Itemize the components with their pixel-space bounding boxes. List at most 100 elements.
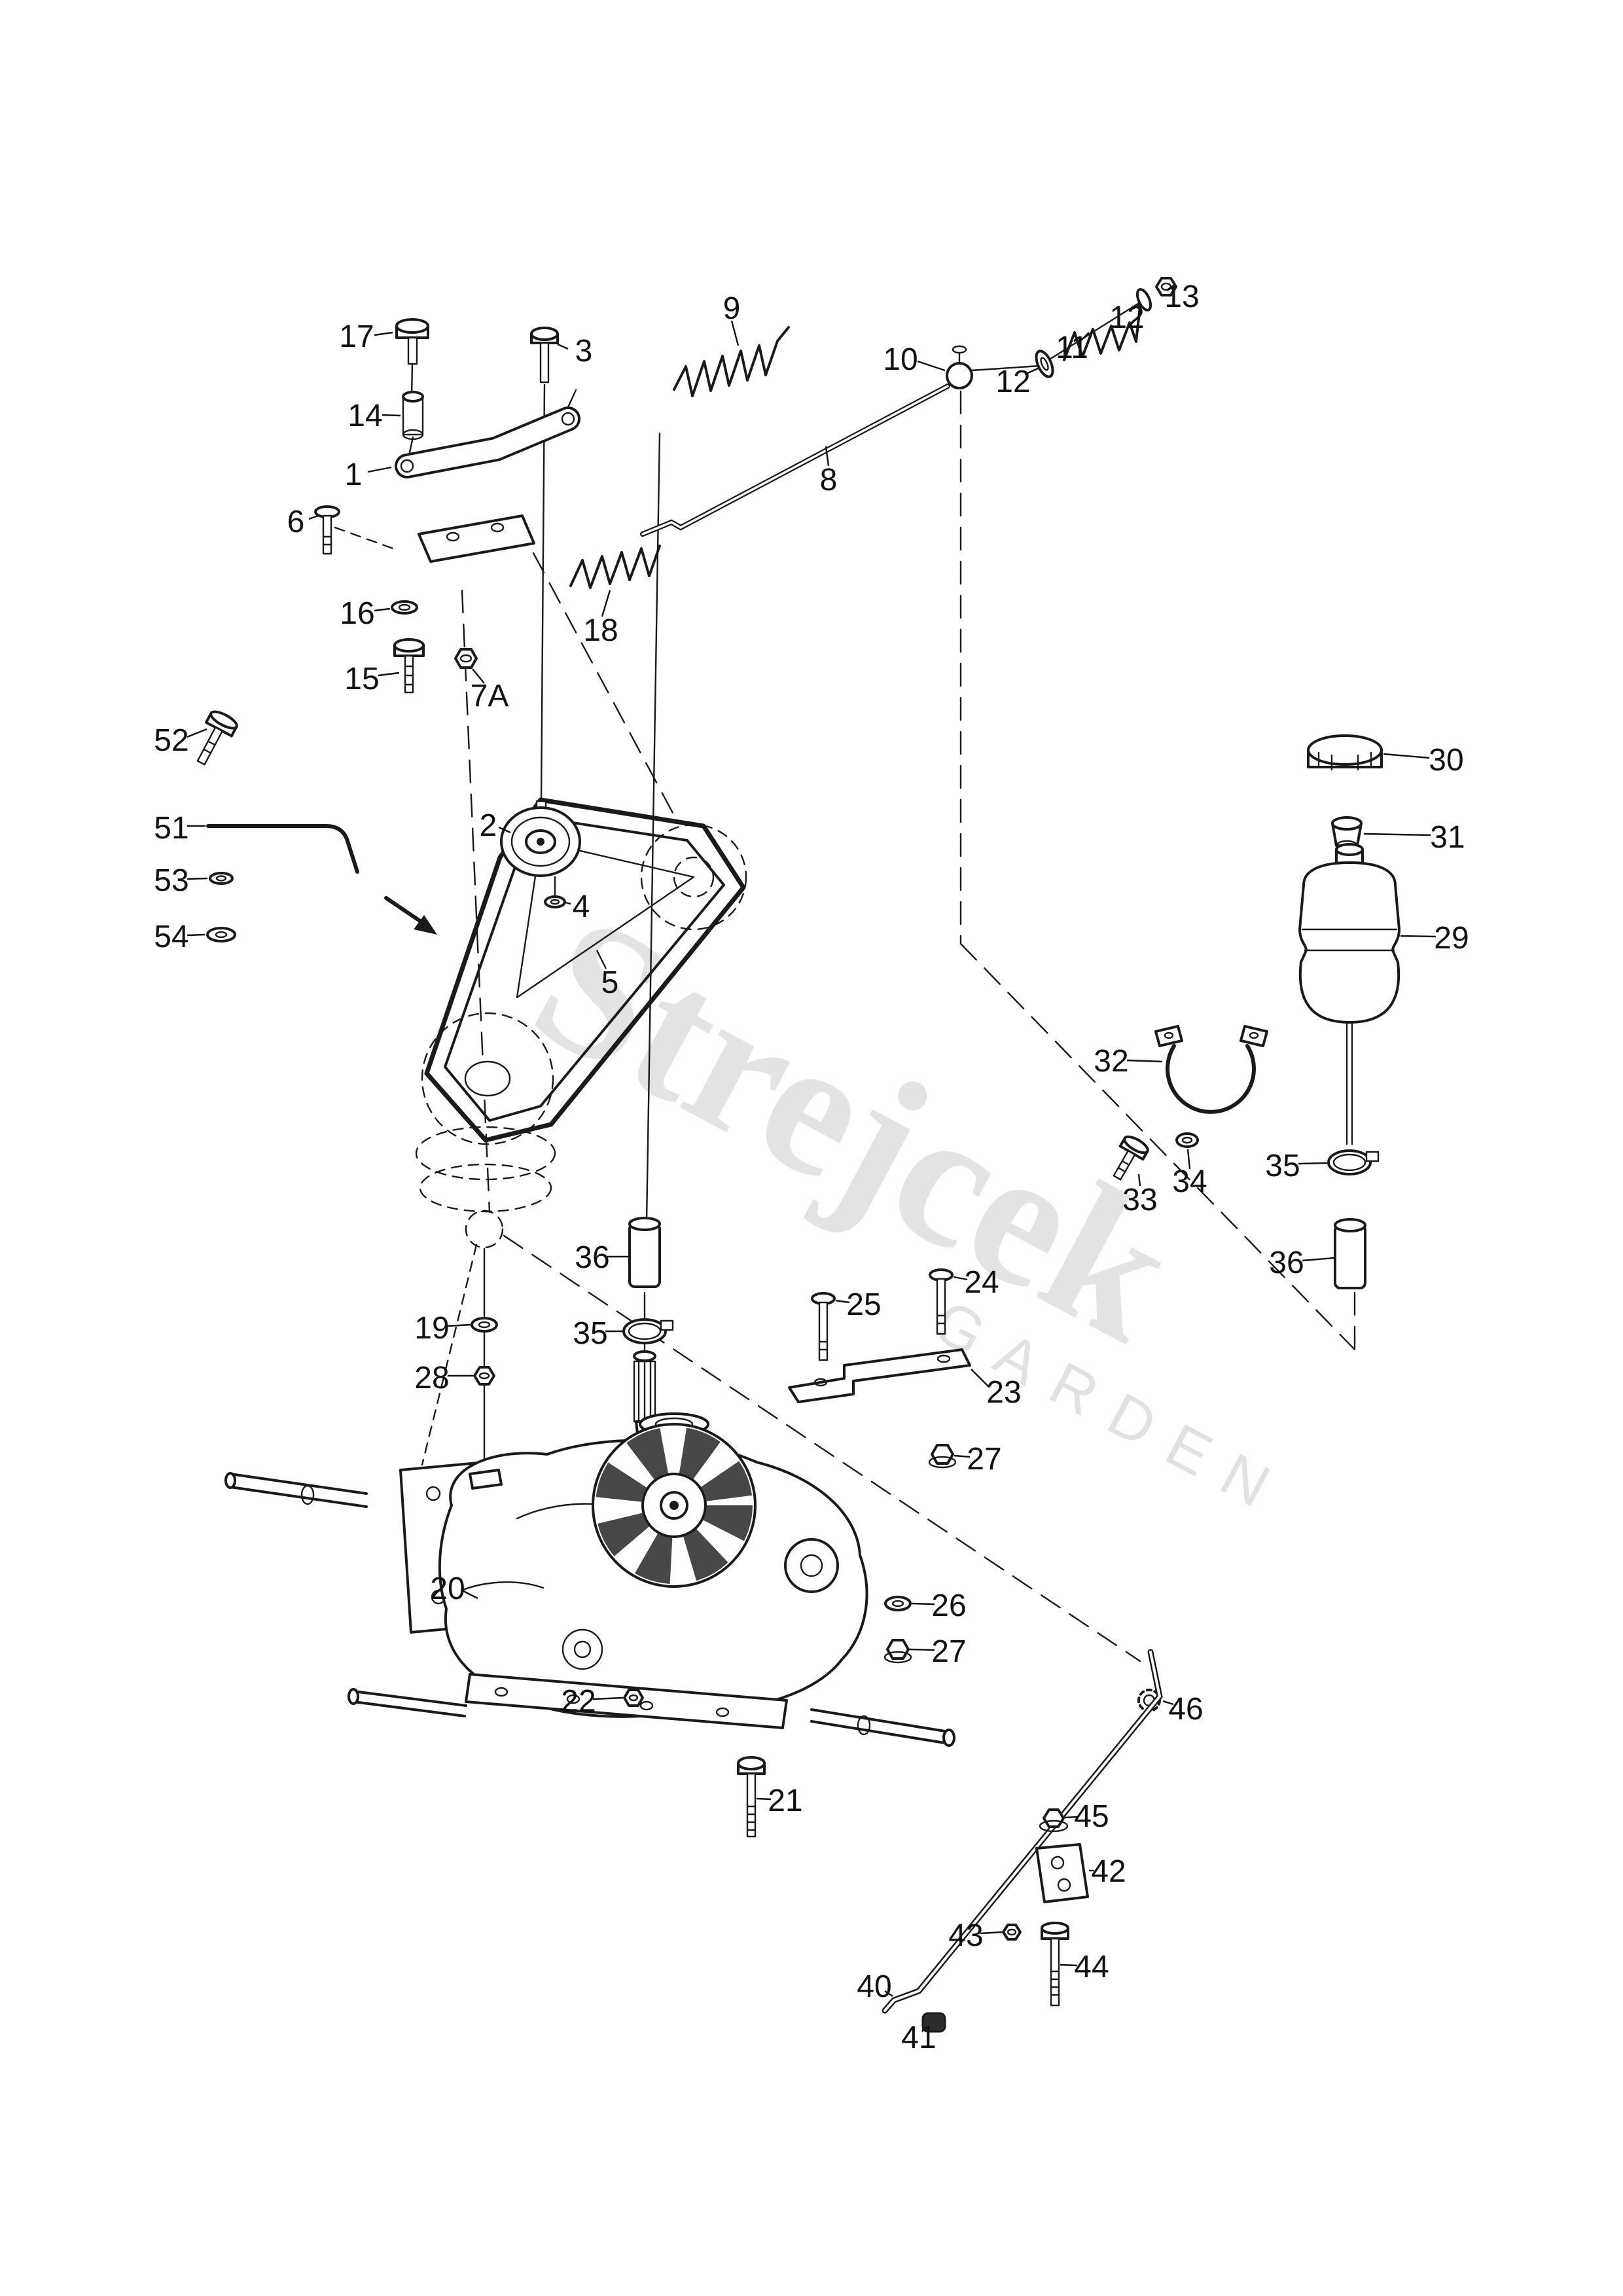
part-13-nut (1155, 277, 1177, 296)
part-53-washer (209, 872, 234, 885)
callout-label-41-50: 41 (901, 2020, 936, 2055)
part-35-hose-clamp-middle (622, 1318, 674, 1344)
callout-label-5-22: 5 (601, 965, 619, 1000)
callout-label-10-11: 10 (883, 342, 918, 377)
callout-label-40-49: 40 (857, 1969, 891, 2004)
part-3-bolt (530, 327, 559, 384)
callout-label-27-41: 27 (931, 1634, 966, 1669)
part-42-bracket (1035, 1843, 1089, 1903)
part-20-transaxle (224, 1412, 955, 1747)
part-17-bolt (395, 318, 429, 365)
callout-leader-19-33 (447, 1323, 471, 1327)
callout-label-25-35: 25 (846, 1287, 881, 1322)
callout-leader-5-22 (596, 950, 607, 969)
watermark: Strejcek GARDEN (504, 872, 1300, 1530)
part-5-v-belt (424, 797, 746, 1143)
callout-label-42-46: 42 (1091, 1854, 1126, 1889)
exploded-view-artwork (196, 277, 1400, 2033)
callout-label-15-6: 15 (344, 662, 379, 696)
callout-leader-25-35 (835, 1299, 850, 1304)
part-1-clutch-lever (395, 389, 580, 478)
callout-leader-20-39 (461, 1589, 478, 1600)
part-29-reservoir-bottle (1298, 843, 1400, 1145)
direction-arrow (384, 896, 437, 935)
part-18-spring (569, 545, 661, 589)
part-36-hose-right (1334, 1218, 1366, 1289)
callout-leader-7A-7 (472, 668, 485, 684)
callout-leader-35-29 (1298, 1162, 1328, 1165)
callout-leader-23-37 (971, 1369, 990, 1388)
part-14-spacer (402, 391, 424, 440)
part-28-nut (473, 1366, 495, 1386)
callout-label-51-17: 51 (154, 811, 188, 846)
part-33-bolt (1113, 1135, 1149, 1181)
part-45-nut (1039, 1808, 1069, 1833)
callout-label-22-42: 22 (561, 1684, 596, 1719)
callout-leader-40-49 (884, 1990, 893, 1997)
callout-leader-31-24 (1363, 833, 1431, 836)
part-2-idler-pulley (500, 800, 581, 877)
callout-leader-4-21 (565, 901, 571, 905)
callout-leader-1-3 (367, 466, 392, 473)
part-23-bracket (788, 1348, 971, 1403)
part-11-spring (1063, 305, 1141, 361)
part-40-rod (882, 1649, 1163, 2014)
part-27-nut-upper (928, 1444, 957, 1469)
callout-leader-27-41 (909, 1648, 935, 1651)
callout-label-26-40: 26 (931, 1588, 966, 1623)
callout-leader-33-27 (1137, 1174, 1141, 1187)
callout-label-9-8: 9 (723, 291, 741, 326)
callout-label-35-29: 35 (1265, 1149, 1300, 1183)
callout-leader-12-14 (1133, 303, 1141, 310)
callout-label-19-33: 19 (414, 1311, 449, 1346)
callout-leader-14-2 (382, 414, 401, 417)
ghost-pulleys (415, 823, 747, 1213)
part-4-washer (544, 895, 566, 908)
callout-leader-46-43 (1162, 1700, 1174, 1706)
callout-leader-45-45 (1064, 1816, 1078, 1819)
callout-leader-24-36 (953, 1276, 968, 1281)
part-25-bolt (811, 1292, 836, 1361)
callout-label-32-26: 32 (1094, 1044, 1128, 1079)
callout-label-30-23: 30 (1429, 743, 1463, 778)
callout-label-43-47: 43 (948, 1918, 983, 1953)
part-32-clamp-strap (1154, 1025, 1268, 1114)
callout-label-1-3: 1 (345, 457, 363, 492)
callout-leader-53-18 (187, 877, 208, 880)
callout-label-18-9: 18 (583, 613, 618, 648)
callout-leader-22-42 (592, 1696, 624, 1700)
callout-label-54-19: 54 (154, 920, 188, 954)
callout-leader-2-20 (498, 826, 511, 834)
part-16-washer (391, 600, 418, 615)
callout-label-14-2: 14 (348, 399, 382, 433)
callout-leader-43-47 (980, 1931, 1003, 1935)
callout-label-28-34: 28 (414, 1361, 449, 1395)
part-12-washer-right (1135, 288, 1152, 312)
part-21-bolt (737, 1756, 766, 1838)
part-12-washer-left (1035, 350, 1054, 378)
callout-leader-18-9 (601, 590, 611, 617)
part-22-nut (623, 1689, 644, 1707)
callout-label-34-28: 34 (1172, 1164, 1207, 1199)
callout-leader-36-30 (1302, 1257, 1334, 1262)
callout-label-4-21: 4 (573, 889, 590, 924)
callout-label-36-31: 36 (575, 1240, 609, 1275)
callout-leader-29-25 (1400, 935, 1436, 938)
callout-label-8-10: 8 (820, 463, 838, 497)
callout-leader-12-12 (1024, 367, 1040, 376)
part-43-nut (1002, 1924, 1022, 1941)
callout-label-35-32: 35 (573, 1316, 607, 1351)
callout-leader-27-38 (954, 1454, 971, 1458)
callout-label-46-43: 46 (1168, 1692, 1203, 1727)
callout-label-27-38: 27 (967, 1442, 1001, 1477)
callout-label-33-27: 33 (1122, 1183, 1157, 1217)
part-8-control-rod (640, 384, 950, 537)
mounting-bracket-plate (418, 514, 535, 563)
callout-leader-34-28 (1186, 1149, 1191, 1170)
callout-leader-9-8 (730, 320, 740, 346)
callout-label-36-30: 36 (1269, 1246, 1304, 1280)
part-10-ball-joint (946, 345, 973, 389)
